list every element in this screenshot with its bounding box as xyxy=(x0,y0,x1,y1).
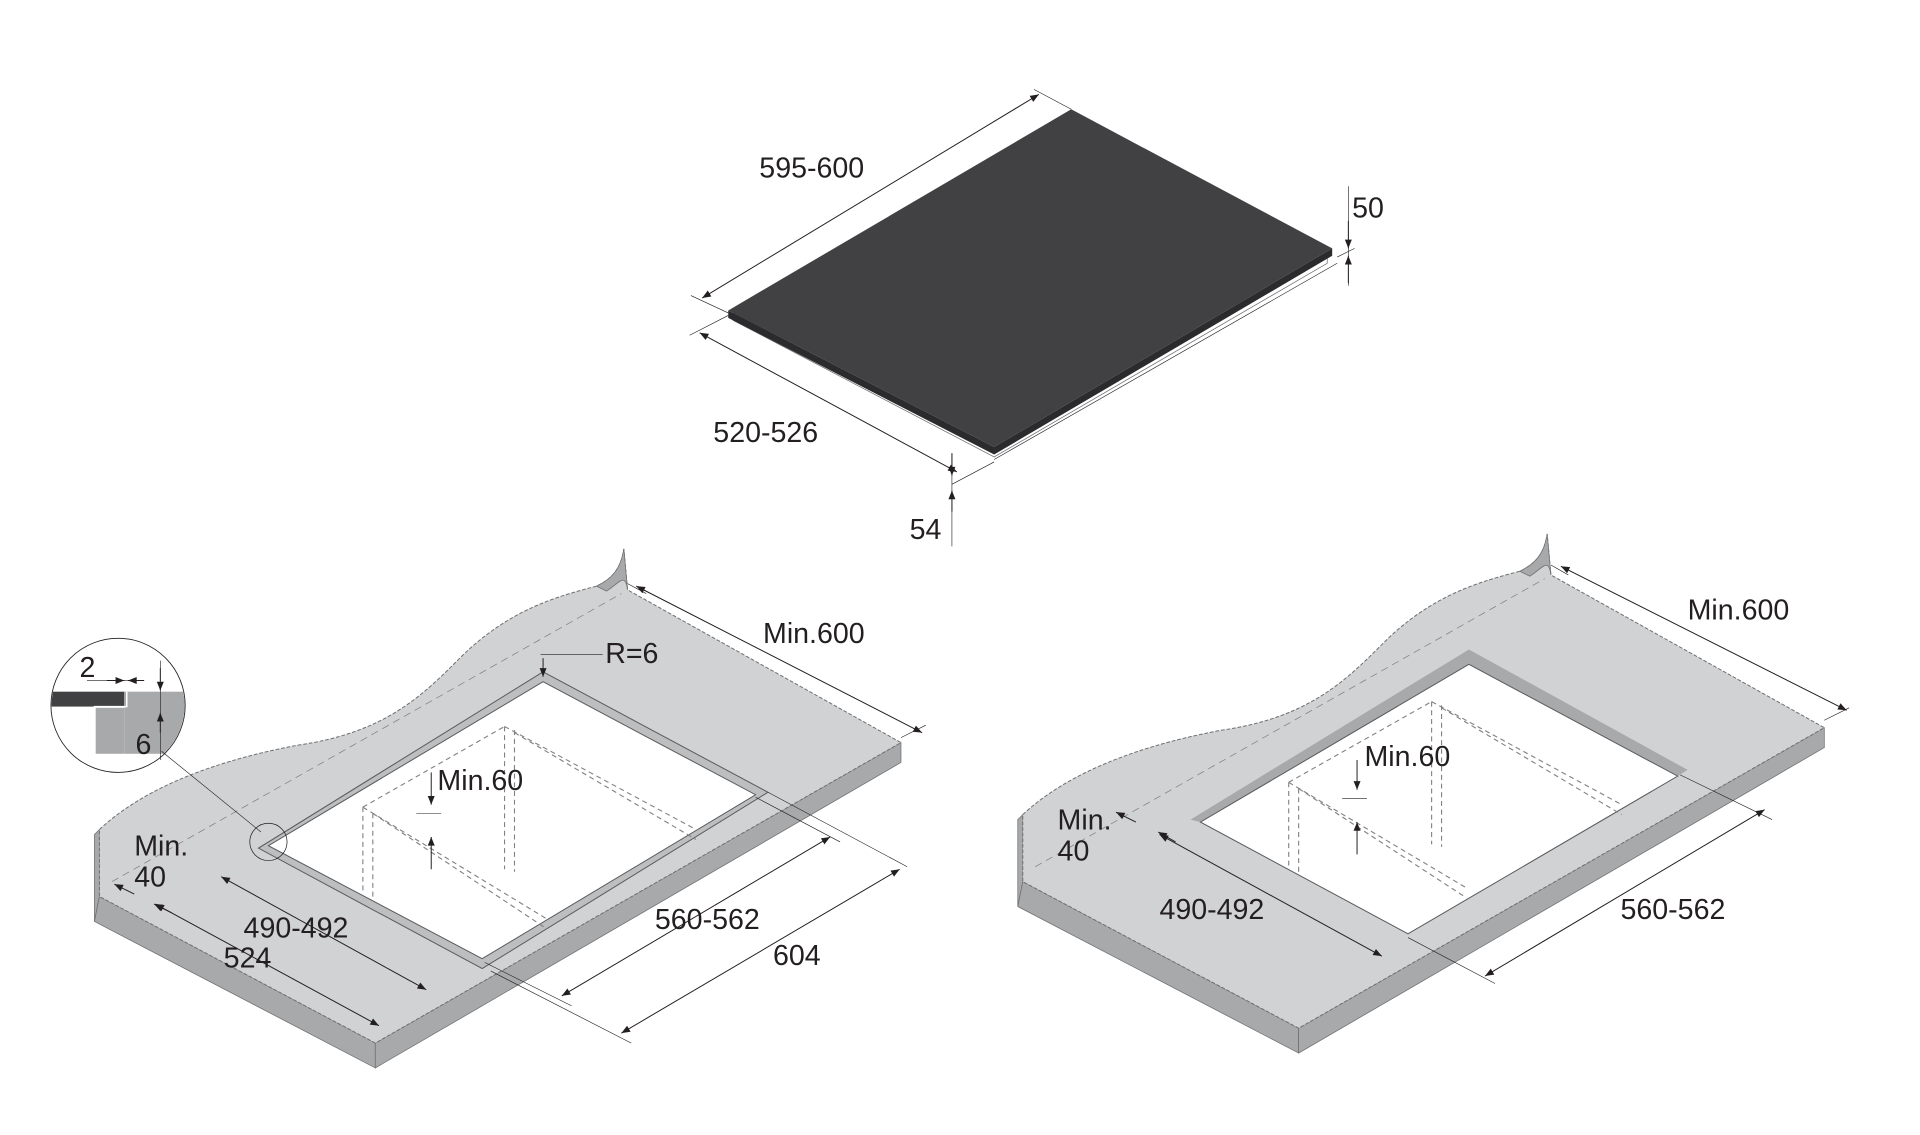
edge-min-value: 40 xyxy=(134,862,166,894)
cutout-width-label: 560-562 xyxy=(1621,894,1726,926)
recess-depth-label: 524 xyxy=(224,942,272,974)
cutout-depth-label: 490-492 xyxy=(1159,894,1264,926)
edge-min-value: 40 xyxy=(1058,836,1090,868)
flush-mount-dimensions: R=6 Min.600 Min.60 Min. 40 490-492 524 5… xyxy=(114,583,926,1044)
recess-width-label: 604 xyxy=(773,940,821,972)
rim-detail-callout: 2 6 xyxy=(50,637,288,861)
worktop-depth-min-label: Min.600 xyxy=(1688,595,1790,627)
edge-min-label: Min. xyxy=(134,831,188,863)
worktop-depth-min-label: Min.600 xyxy=(763,618,865,650)
hob-width-label: 595-600 xyxy=(759,153,864,185)
hob-height-label: 54 xyxy=(910,514,942,546)
rim-width-label: 2 xyxy=(80,652,96,684)
corner-radius-label: R=6 xyxy=(605,638,658,670)
edge-min-label: Min. xyxy=(1058,805,1112,837)
surface-mount-dimensions: Min.600 Min.60 Min. 40 490-492 560-562 xyxy=(1058,564,1850,984)
clearance-min-label: Min.60 xyxy=(437,765,523,797)
worktop-back-thickness xyxy=(595,548,628,592)
hob-drawing: 595-600 520-526 50 54 xyxy=(689,89,1384,547)
clearance-min-label: Min.60 xyxy=(1365,741,1451,773)
hob-depth-label: 520-526 xyxy=(713,417,818,449)
hob-thickness-label: 50 xyxy=(1352,192,1384,224)
recess-depth-detail-label: 6 xyxy=(135,729,151,761)
hob-depth-dimension xyxy=(699,332,958,473)
hob-width-dimension xyxy=(701,93,1040,299)
cutout-width-label: 560-562 xyxy=(655,904,760,936)
cutout-depth-label: 490-492 xyxy=(244,913,349,945)
